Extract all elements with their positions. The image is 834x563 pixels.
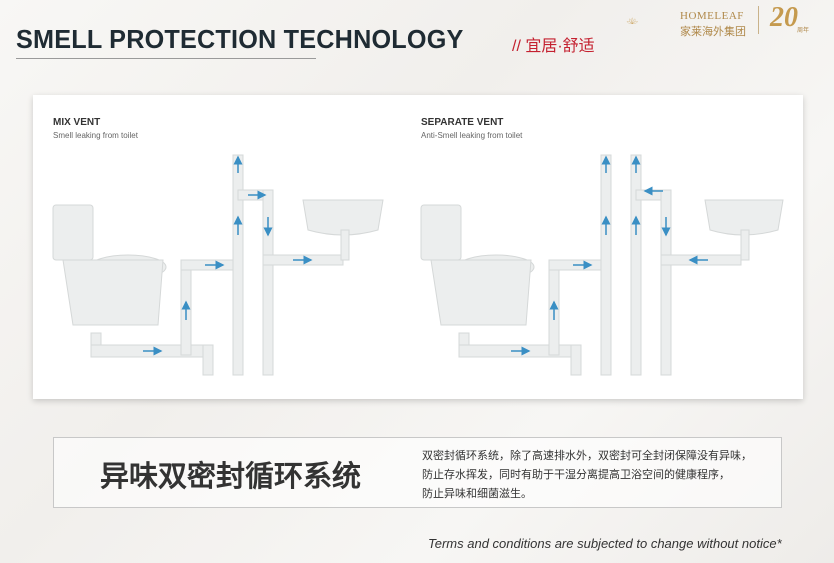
vent-diagram-panel: MIX VENT Smell leaking from toilet SEPAR…	[33, 95, 803, 399]
info-box-line: 防止异味和细菌滋生。	[422, 488, 532, 500]
brand-name-en: HOMELEAF	[680, 10, 744, 22]
brand-name-cn: 家莱海外集团	[680, 26, 746, 38]
separate-vent-diagram	[420, 154, 784, 376]
info-box-line: 防止存水挥发，同时有助于干湿分离提高卫浴空间的健康程序，	[422, 469, 730, 481]
anniversary-badge: 20	[770, 2, 798, 33]
airflow-arrow-icons	[143, 155, 708, 356]
title-underline	[16, 58, 316, 59]
logo-divider	[758, 6, 759, 34]
info-box-title: 异味双密封循环系统	[100, 461, 362, 493]
separate-vent-caption: Anti-Smell leaking from toilet	[421, 131, 523, 140]
page-title: SMELL PROTECTION TECHNOLOGY	[16, 24, 464, 54]
info-box-line: 双密封循环系统，除了高速排水外，双密封可全封闭保障没有异味，	[422, 450, 752, 462]
separate-vent-title: SEPARATE VENT	[421, 117, 504, 128]
page-subtitle: // 宜居·舒适	[512, 38, 595, 55]
lotus-logo-icon	[626, 17, 638, 25]
mix-vent-title: MIX VENT	[53, 117, 101, 128]
terms-disclaimer: Terms and conditions are subjected to ch…	[428, 536, 782, 551]
info-box	[53, 437, 782, 508]
mix-vent-caption: Smell leaking from toilet	[53, 131, 138, 140]
anniversary-label: 周年	[797, 28, 810, 34]
plumbing-illustration	[52, 154, 784, 376]
